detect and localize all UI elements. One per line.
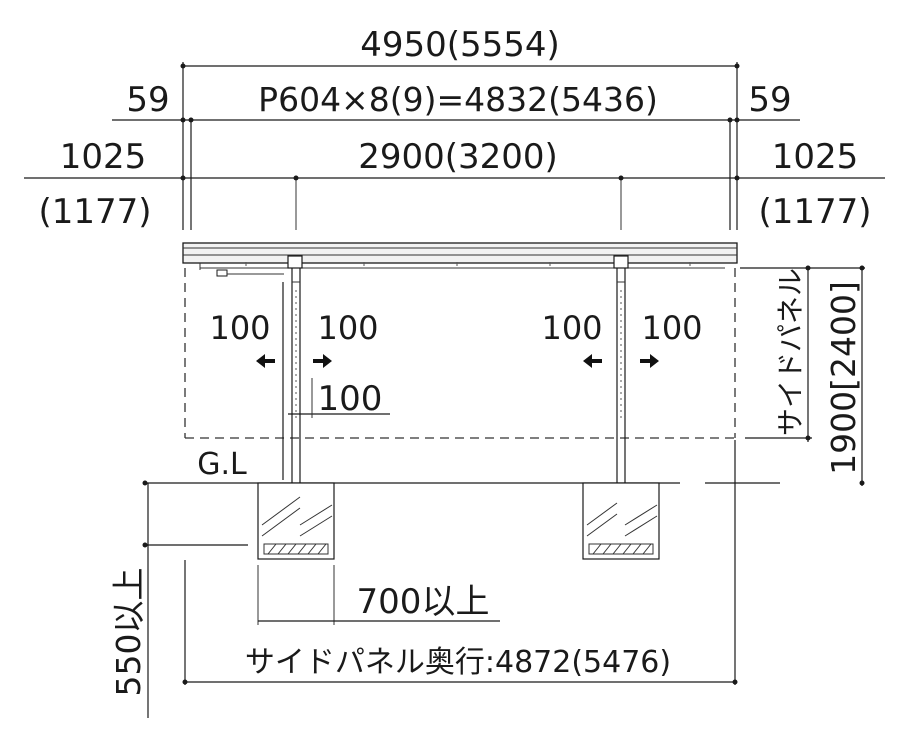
- side-panel-label: サイドパネル: [774, 268, 807, 436]
- end-right-label: 59: [748, 80, 791, 120]
- arrow-left-2-icon: [583, 354, 602, 368]
- overhang-right-label: 1025: [772, 137, 859, 177]
- post-gap-label: 100: [318, 379, 383, 419]
- footing-left: [257, 482, 335, 560]
- arrow-left-1-icon: [256, 354, 275, 368]
- side-panel-depth-dim: [182, 440, 738, 685]
- overhang-left-alt-label: (1177): [38, 192, 151, 232]
- side-panel-height-dim: [740, 265, 865, 486]
- overhang-right-alt-label: (1177): [758, 192, 871, 232]
- dimension-lines: [24, 62, 885, 230]
- footing-right: [582, 482, 660, 560]
- footing-spacing-dim: [257, 565, 500, 625]
- pitch-label: P604×8(9)=4832(5436): [258, 80, 658, 119]
- footing-spacing-label: 700以上: [357, 582, 490, 622]
- total-width-label: 4950(5554): [360, 25, 560, 65]
- side-panel-height-label: 1900[2400]: [824, 281, 863, 475]
- roof: [182, 242, 738, 277]
- side-panel-depth-label: サイドパネル奥行:4872(5476): [245, 645, 671, 680]
- arrow-right-1-label: 100: [317, 309, 378, 347]
- ground-line-label: G.L: [197, 447, 247, 482]
- arrow-right-2-icon: [640, 354, 659, 368]
- end-left-label: 59: [126, 80, 169, 120]
- arrow-right-1-icon: [313, 354, 332, 368]
- arrow-left-2-label: 100: [541, 309, 602, 347]
- overhang-left-label: 1025: [60, 137, 147, 177]
- side-panel-outline: [184, 268, 736, 439]
- footing-depth-label: 550以上: [109, 568, 148, 697]
- arrow-left-1-label: 100: [209, 309, 270, 347]
- post-gap-dim: [288, 378, 390, 418]
- arrow-right-2-label: 100: [641, 309, 702, 347]
- span-label: 2900(3200): [358, 137, 558, 177]
